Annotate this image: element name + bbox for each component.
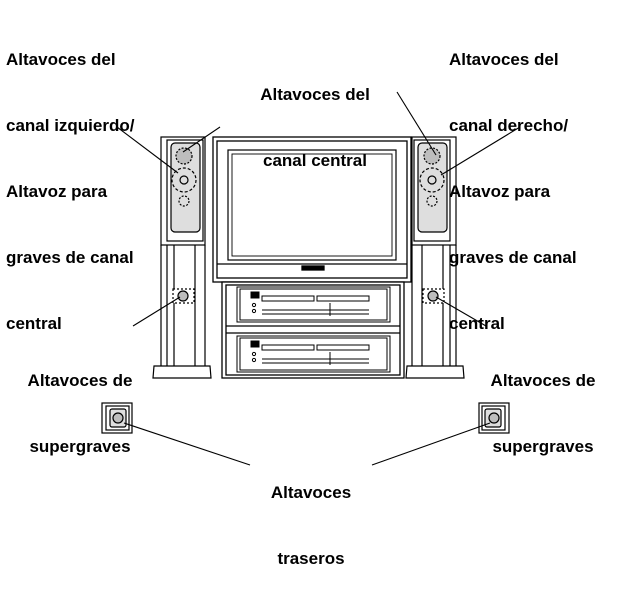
label-super-right: Altavoces de supergraves [468,326,618,502]
label-front-left: Altavoces del canal izquierdo/ Altavoz p… [6,5,134,379]
label-front-left-line-3: Altavoz para [6,182,108,201]
label-front-right: Altavoces del canal derecho/ Altavoz par… [449,5,577,379]
label-rear: Altavoces traseros [241,438,381,614]
callout-front-left-tweeter [182,126,221,153]
callout-center-to-right [396,91,437,156]
label-super-left-line-1: Altavoces de [27,371,133,390]
label-front-right-line-2: canal derecho/ [449,116,569,135]
tv-set [212,136,412,283]
label-rear-line-2: traseros [277,549,345,568]
label-front-left-line-4: graves de canal [6,248,134,267]
speaker-setup-diagram: Altavoces del canal izquierdo/ Altavoz p… [6,5,595,568]
label-front-left-line-5: central [6,314,62,333]
label-front-right-line-1: Altavoces del [449,50,559,69]
label-rear-line-1: Altavoces [270,483,352,502]
speaker-setup-drawing [101,91,521,466]
front-right-speaker [405,136,465,379]
label-super-left: Altavoces de supergraves [4,326,156,502]
label-front-left-line-2: canal izquierdo/ [6,116,135,135]
label-front-left-line-1: Altavoces del [6,50,116,69]
label-center-line-1: Altavoces del [260,85,370,104]
label-center: Altavoces del canal central [225,40,405,216]
callout-super-right [435,296,487,327]
callout-rear-left [123,422,251,466]
rear-left-speaker [101,402,133,434]
label-front-right-line-5: central [449,314,505,333]
label-center-line-2: canal central [263,151,367,170]
callout-front-right [440,126,521,176]
label-super-right-line-1: Altavoces de [490,371,596,390]
label-front-right-line-4: graves de canal [449,248,577,267]
callout-lines [116,91,521,466]
rear-right-speaker [478,402,510,434]
vcr-top [236,286,391,323]
callout-front-left [116,126,179,174]
callout-super-left [132,296,181,327]
label-super-left-line-2: supergraves [29,437,131,456]
vcr-bottom [236,335,391,373]
label-super-right-line-2: supergraves [492,437,594,456]
front-left-speaker [152,136,212,379]
callout-rear-right [371,422,491,466]
label-front-right-line-3: Altavoz para [449,182,551,201]
